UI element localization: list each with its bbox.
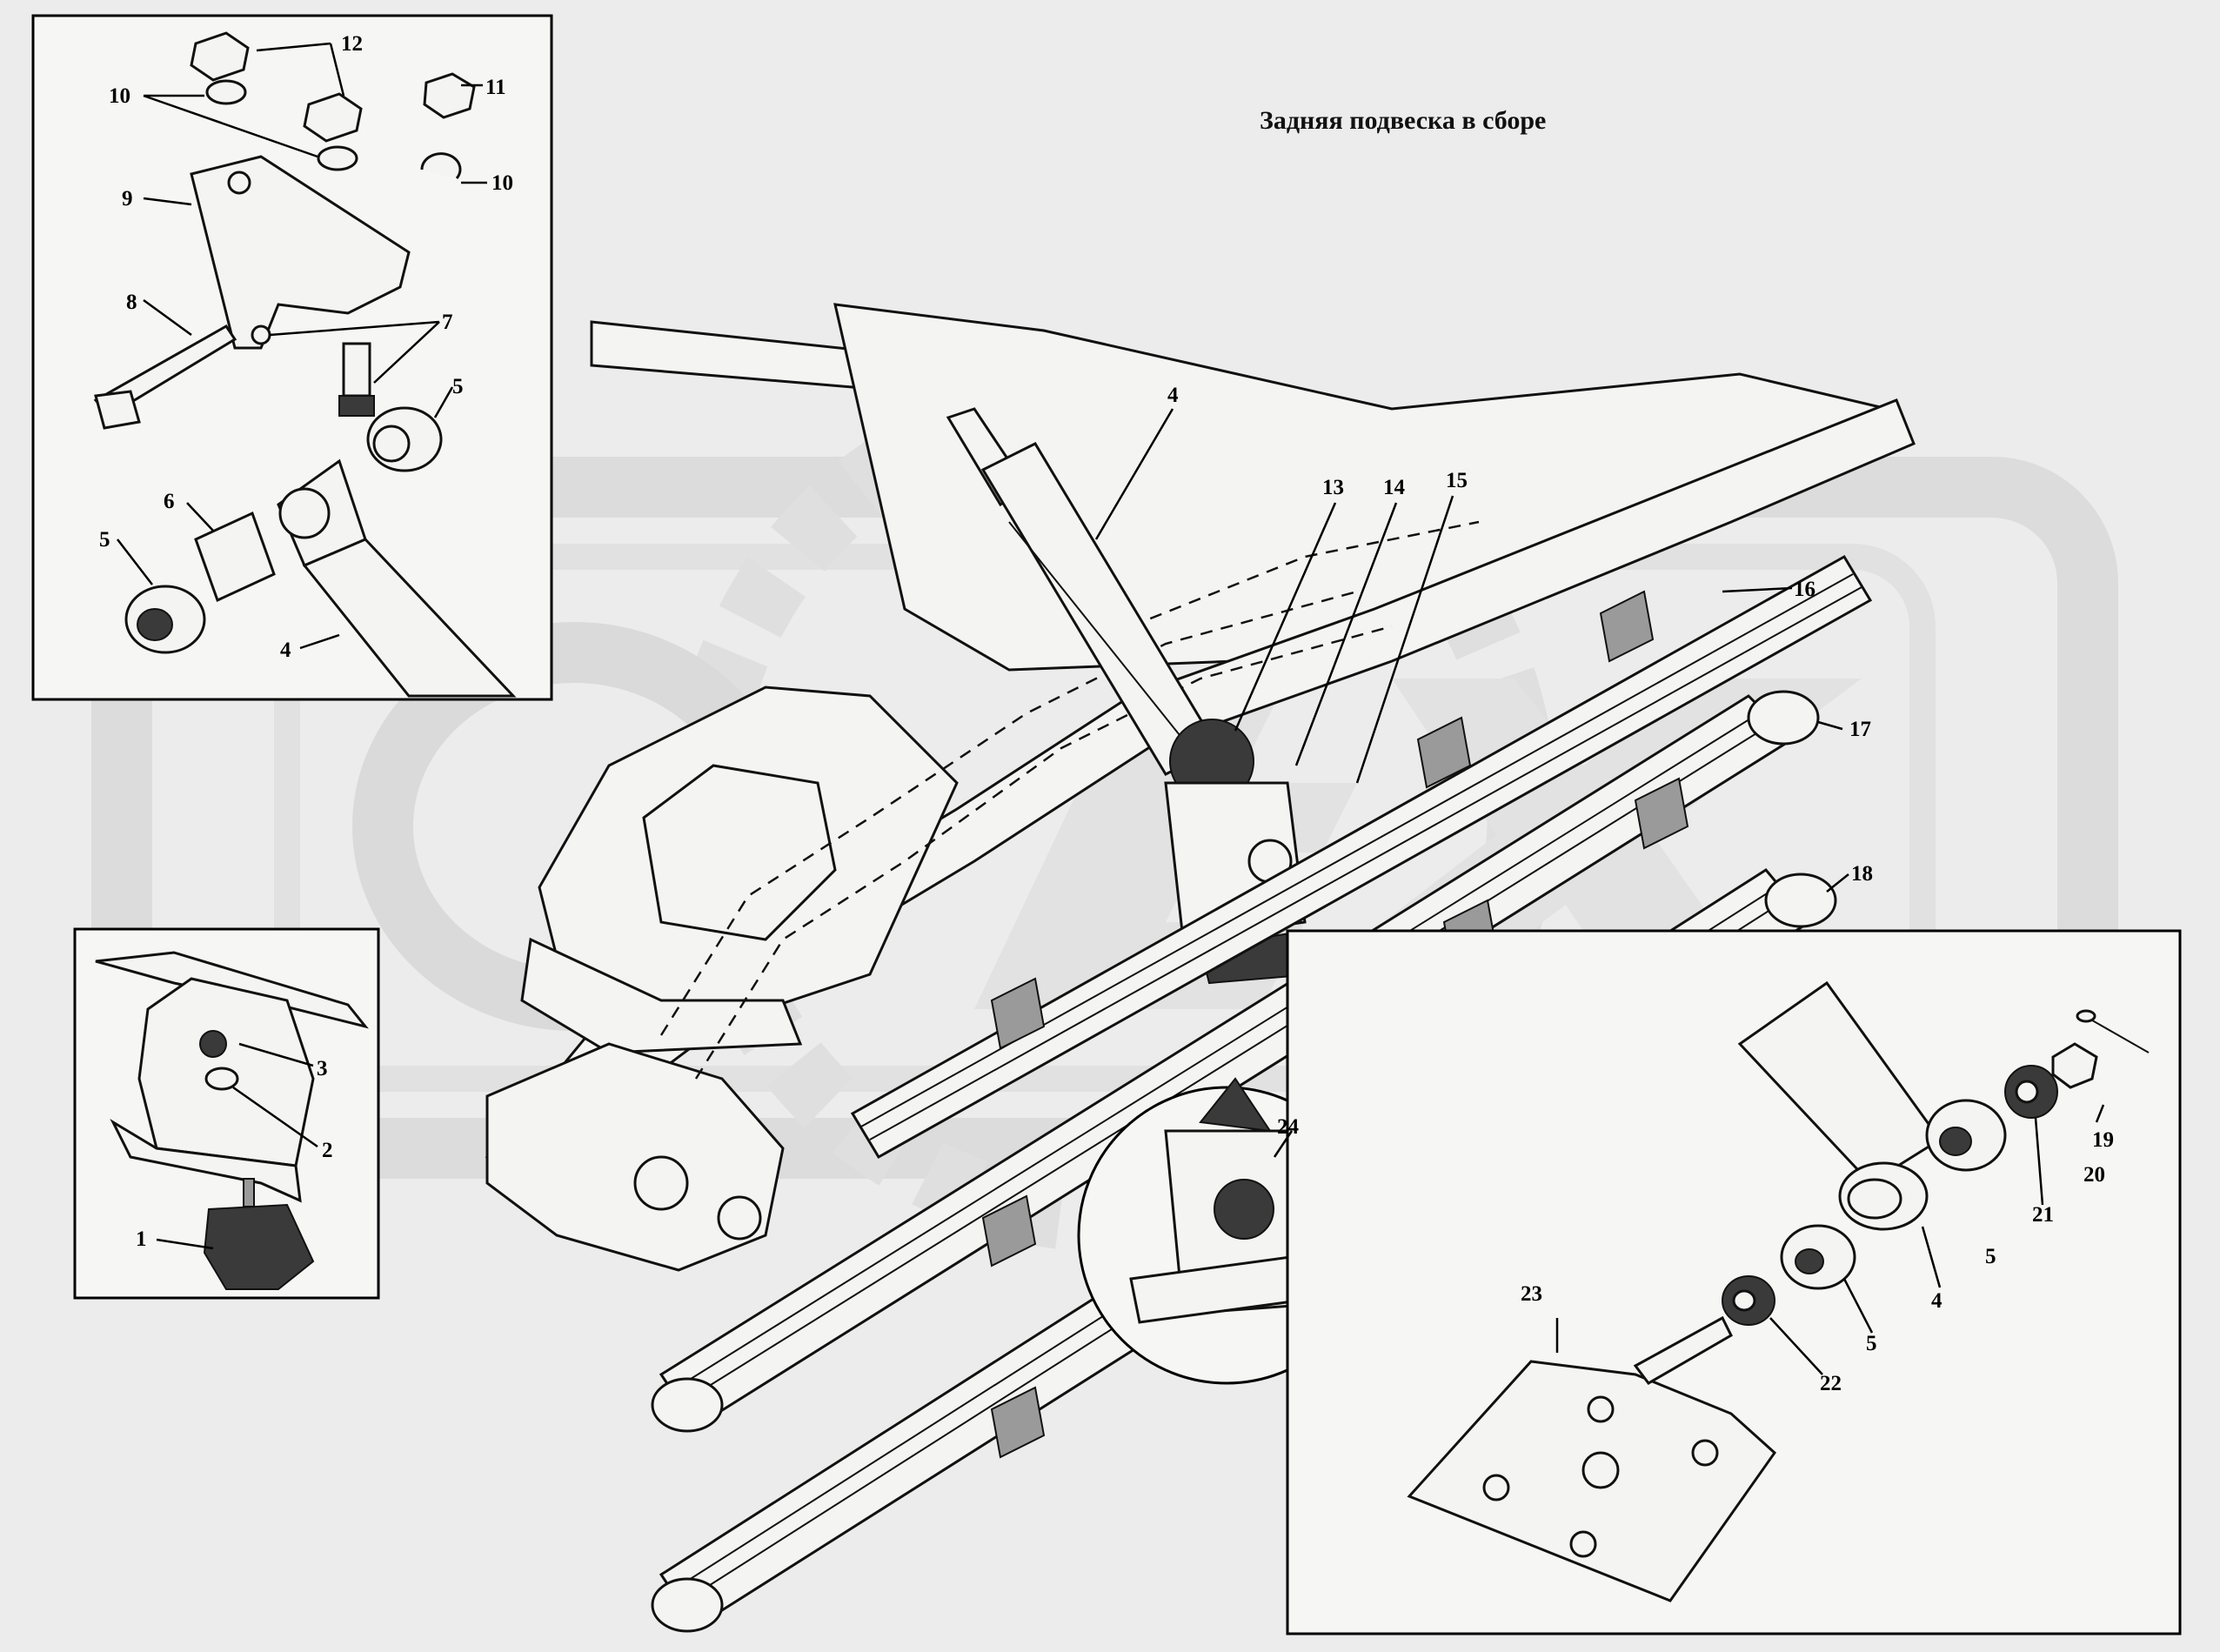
callout-19: 19 xyxy=(2092,1128,2114,1152)
callout-21: 21 xyxy=(2032,1203,2054,1227)
callout-16: 16 xyxy=(1794,578,1815,601)
callout-13: 13 xyxy=(1322,476,1344,499)
callout-10: 10 xyxy=(109,84,130,108)
callout-18: 18 xyxy=(1851,862,1873,886)
callout-3: 3 xyxy=(317,1057,328,1080)
callout-20: 20 xyxy=(2083,1163,2105,1187)
vehicle-frame xyxy=(485,303,1916,1272)
callout-17: 17 xyxy=(1849,718,1871,741)
inset-spring-pad xyxy=(1286,929,2182,1635)
leaf-spring-16 xyxy=(850,554,1873,1160)
callout-4: 4 xyxy=(1167,384,1179,407)
callout-23: 23 xyxy=(1521,1282,1542,1306)
diagram-title: Задняя подвеска в сборе xyxy=(1260,106,1546,135)
inset-shock-mount xyxy=(31,14,553,701)
callout-24: 24 xyxy=(1277,1115,1300,1139)
inset-bump-stop xyxy=(73,927,380,1300)
callout-5: 5 xyxy=(1985,1245,1996,1268)
main-leader-lines xyxy=(1094,408,1849,1158)
callout-4: 4 xyxy=(1931,1289,1942,1313)
callout-15: 15 xyxy=(1446,469,1468,492)
callout-11: 11 xyxy=(485,76,506,99)
callout-labels: 12 10 11 10 9 8 7 5 6 5 4 3 2 1 4 13 14 … xyxy=(99,32,2114,1395)
leaf-spring-17 xyxy=(651,690,1820,1433)
callout-5: 5 xyxy=(452,375,464,398)
callout-5: 5 xyxy=(1866,1332,1877,1355)
callout-5: 5 xyxy=(99,528,110,552)
callout-7: 7 xyxy=(442,311,453,334)
callout-4: 4 xyxy=(280,639,291,662)
callout-2: 2 xyxy=(322,1139,333,1162)
callout-9: 9 xyxy=(122,187,133,211)
callout-14: 14 xyxy=(1383,476,1406,499)
callout-12: 12 xyxy=(341,32,363,56)
callout-10: 10 xyxy=(491,171,513,195)
callout-8: 8 xyxy=(126,291,137,314)
callout-22: 22 xyxy=(1820,1372,1842,1395)
callout-6: 6 xyxy=(164,490,175,513)
callout-1: 1 xyxy=(136,1227,147,1251)
